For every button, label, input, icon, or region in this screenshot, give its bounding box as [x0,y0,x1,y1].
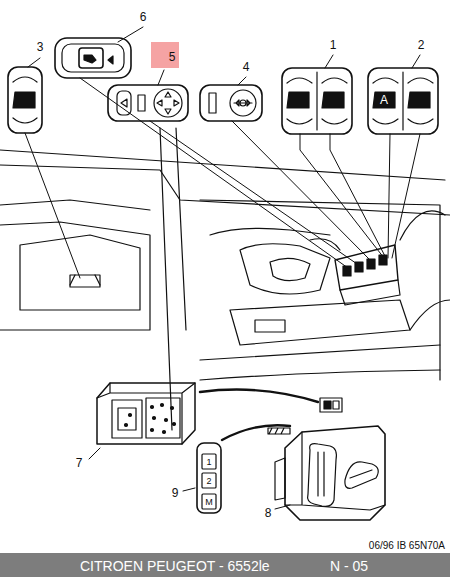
callout-number: 8 [265,507,272,519]
drawing-reference: 06/96 IB 65N70A [369,541,445,551]
leader-lines [25,78,420,278]
callout-number: 5 [169,51,176,63]
callout-number: 1 [330,39,337,51]
mirror-switch [55,38,131,78]
lock-switch [200,85,262,121]
button-label: M [205,498,213,507]
window-switch-pair [282,68,352,134]
footer-text: N - 05 [330,559,368,573]
footer-bar [0,553,450,577]
single-window-switch [8,67,42,133]
connector-block [97,383,342,444]
button-label: 2 [206,477,211,486]
mirror-adjust-switch [108,85,188,121]
footer-text: CITROEN PEUGEOT - 6552le [80,559,270,573]
callout-leaders [28,27,420,509]
callout-number: 3 [37,41,44,53]
button-label: 1 [206,458,211,467]
callout-number: 6 [140,11,147,23]
highlight-square [151,42,179,68]
callout-number: 9 [172,487,179,499]
auto-window-switch-pair [368,68,438,134]
callout-number: 2 [418,39,425,51]
seat-switch [275,426,385,520]
switch-symbol: A [380,94,388,106]
callout-number: 7 [76,457,83,469]
callout-number: 4 [243,61,250,73]
memory-switch [197,425,290,513]
